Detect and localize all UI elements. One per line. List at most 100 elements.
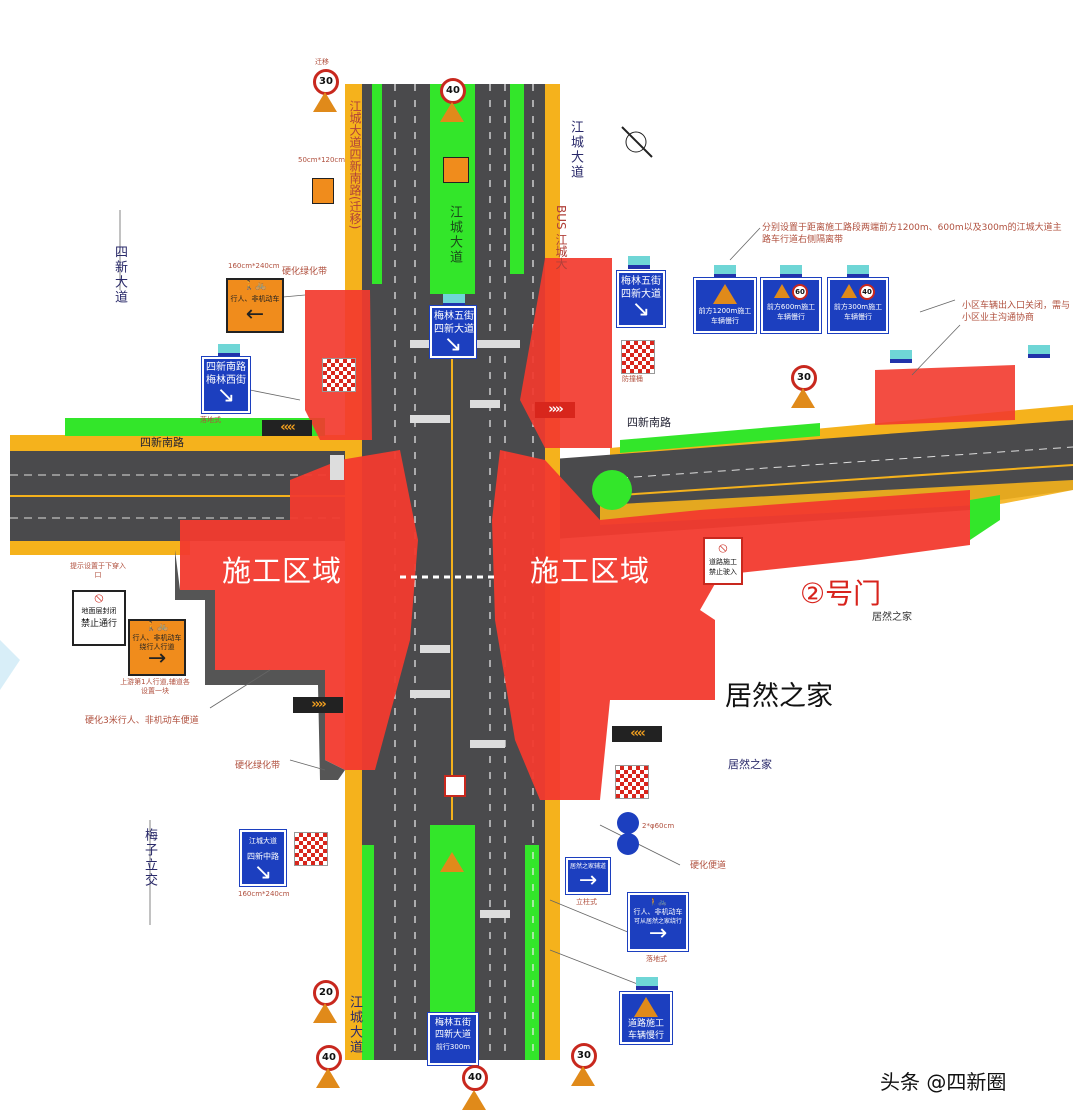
warning-lamp-icon (780, 265, 802, 278)
roadwork-warning-icon (440, 852, 464, 872)
speed-limit-sign-median: 40 (440, 78, 466, 104)
crash-barrier-icon (322, 358, 356, 392)
roadwork-icon (634, 997, 658, 1017)
roadwork-icon (841, 284, 857, 298)
speed-limit-sign-bottom: 40 (316, 1045, 342, 1071)
warning-lamp-icon (443, 294, 465, 307)
gate-label: ②号门 (800, 577, 882, 610)
relocate-tag: 迁移 (315, 58, 329, 66)
sign-text: 梅林五街 (434, 1018, 471, 1028)
note-green-belt-bottom: 硬化绿化带 (235, 761, 281, 771)
note-hardened-road: 硬化便道 (690, 861, 727, 871)
warning-lamp-icon (636, 977, 658, 990)
crash-barrier-icon (621, 340, 655, 374)
roadwork-warning-icon (571, 1066, 595, 1086)
sign-text: 车辆慢行 (711, 317, 739, 325)
speed-limit-icon: 40 (859, 284, 875, 300)
construction-east (492, 450, 970, 800)
sign-text: 车辆慢行 (844, 313, 872, 321)
sign-text: 居然之家辅道 (570, 863, 607, 870)
sign-text: 四新南路 (206, 362, 246, 373)
lane-merge-sign-icon (443, 157, 469, 183)
roadwork-warning-icon (316, 1068, 340, 1088)
direction-sign-sw: 江城大道 四新中路 ↘ (239, 829, 287, 887)
sign-text: 行人、非机动车 (230, 295, 280, 303)
no-vehicle-icon: ⦸ (94, 590, 104, 606)
mount-label: 落地式 (200, 416, 221, 424)
road-label-meizi: 梅子立交 (142, 828, 157, 888)
note-underpass: 提示设置于下穿入口 (70, 562, 126, 579)
sign-text: 禁止通行 (80, 619, 117, 629)
chevron-right-icon: ›››› (535, 402, 575, 418)
bicycle-mandatory-icon (617, 833, 639, 855)
size-label: 160cm*240cm (238, 890, 290, 898)
sign-text: 四新大道 (434, 1030, 471, 1040)
note-footway: 上游第1人行道,辅道各设置一块 (120, 678, 190, 695)
sign-text: 前方300m施工 (833, 303, 883, 311)
note-community: 小区车辆出入口关闭，需与小区业主沟通协商 (962, 301, 1071, 323)
decor-shape (0, 640, 20, 690)
sign-text: 江城大道 (249, 837, 277, 845)
road-label-jiangcheng-bottom: 江城大道 (347, 995, 362, 1055)
sign-text: 四新大道 (434, 324, 474, 335)
chevron-left-icon: ‹‹‹‹ (612, 726, 662, 742)
speed-limit-sign-bottom: 40 (462, 1065, 488, 1091)
no-entry-icon: ⦸ (718, 540, 728, 556)
arrow-right-icon: → (648, 921, 668, 946)
arrow-left-icon: ← (245, 302, 265, 327)
speed-limit-sign-bottom: 30 (571, 1043, 597, 1069)
sign-text: 行人、非机动车 (633, 908, 683, 916)
warning-lamp-icon (890, 350, 912, 363)
note-hardened-walk: 硬化3米行人、非机动车便道 (85, 716, 199, 726)
sign-text: 梅林五街 (434, 311, 474, 322)
sign-text: 四新大道 (621, 289, 661, 300)
sign-text: 禁止驶入 (709, 568, 737, 576)
crash-barrier-label: 防撞桶 (622, 375, 643, 383)
note-green-belt-top: 硬化绿化带 (282, 267, 328, 277)
road-label-sixin-avenue: 四新大道 (112, 245, 127, 305)
building-label-small-2: 居然之家 (728, 758, 772, 771)
roadwork-warning-icon (440, 102, 464, 122)
roadwork-warning-icon (462, 1090, 486, 1110)
sign-text: 车辆慢行 (777, 313, 805, 321)
no-entry-sign: ⦸ 道路施工 禁止驶入 (703, 537, 743, 585)
size-label: 2*φ60cm (642, 822, 675, 830)
roadwork-300m-sign: 40 前方300m施工 车辆慢行 (827, 277, 889, 334)
green-belt-right (620, 423, 820, 453)
pedestrian-detour-sign-right: 🚶🚲 行人、非机动车 绕行人行道 → (128, 619, 186, 676)
sign-text: 绕行人行道 (139, 643, 175, 651)
sign-text: 梅林西街 (206, 375, 246, 386)
vehicle-mandatory-icon (617, 812, 639, 834)
road-label-sixin-south-right: 四新南路 (627, 416, 671, 429)
bus-label: BUS 江城大 (554, 205, 568, 270)
mount-label: 立柱式 (576, 898, 597, 906)
pedestrian-detour-sign-left: 🚶🚲 行人、非机动车 ← (226, 278, 284, 333)
note-top-right: 分别设置于距离施工路段两端前方1200m、600m以及300m的江城大道主路车行… (762, 223, 1062, 245)
sign-text: 梅林五街 (621, 276, 661, 287)
roadwork-warning-icon (313, 1003, 337, 1023)
warning-lamp-icon (714, 265, 736, 278)
north-arrow-icon (621, 126, 653, 158)
roadwork-warning-icon (791, 388, 815, 408)
yield-sign-icon (444, 775, 466, 797)
size-label: 160cm*240cm (228, 262, 280, 270)
building-label: 居然之家 (725, 681, 833, 712)
roadwork-1200m-sign: 前方1200m施工 车辆慢行 (693, 277, 757, 334)
arrow-down-right-icon: ↘ (443, 332, 463, 357)
roadwork-600m-sign: 60 前方600m施工 车辆慢行 (760, 277, 822, 334)
sign-text: 道路施工 (627, 1019, 664, 1029)
green-belt-left (65, 418, 325, 436)
arrow-right-icon: → (147, 646, 167, 671)
roadwork-slow-sign: 道路施工 车辆慢行 (619, 991, 673, 1045)
direction-sign-south: 梅林五街 四新大道 前行300m (427, 1012, 479, 1066)
pedestrian-bicycle-icon: 🚶🚲 (649, 898, 667, 906)
no-passage-sign: ⦸ 地面层封闭 禁止通行 (72, 590, 126, 646)
sign-text: 四新中路 (247, 852, 279, 861)
watermark: 头条 @四新圈 (880, 1070, 1007, 1094)
arrow-down-right-icon: ↘ (253, 860, 273, 885)
lane-merge-sign-icon (312, 178, 334, 204)
construction-zone-label-right: 施工区域 (530, 554, 651, 588)
pedestrian-bicycle-icon: 🚶🚲 (243, 281, 267, 291)
direction-sign-nw: 四新南路 梅林西街 ↘ (201, 356, 251, 414)
